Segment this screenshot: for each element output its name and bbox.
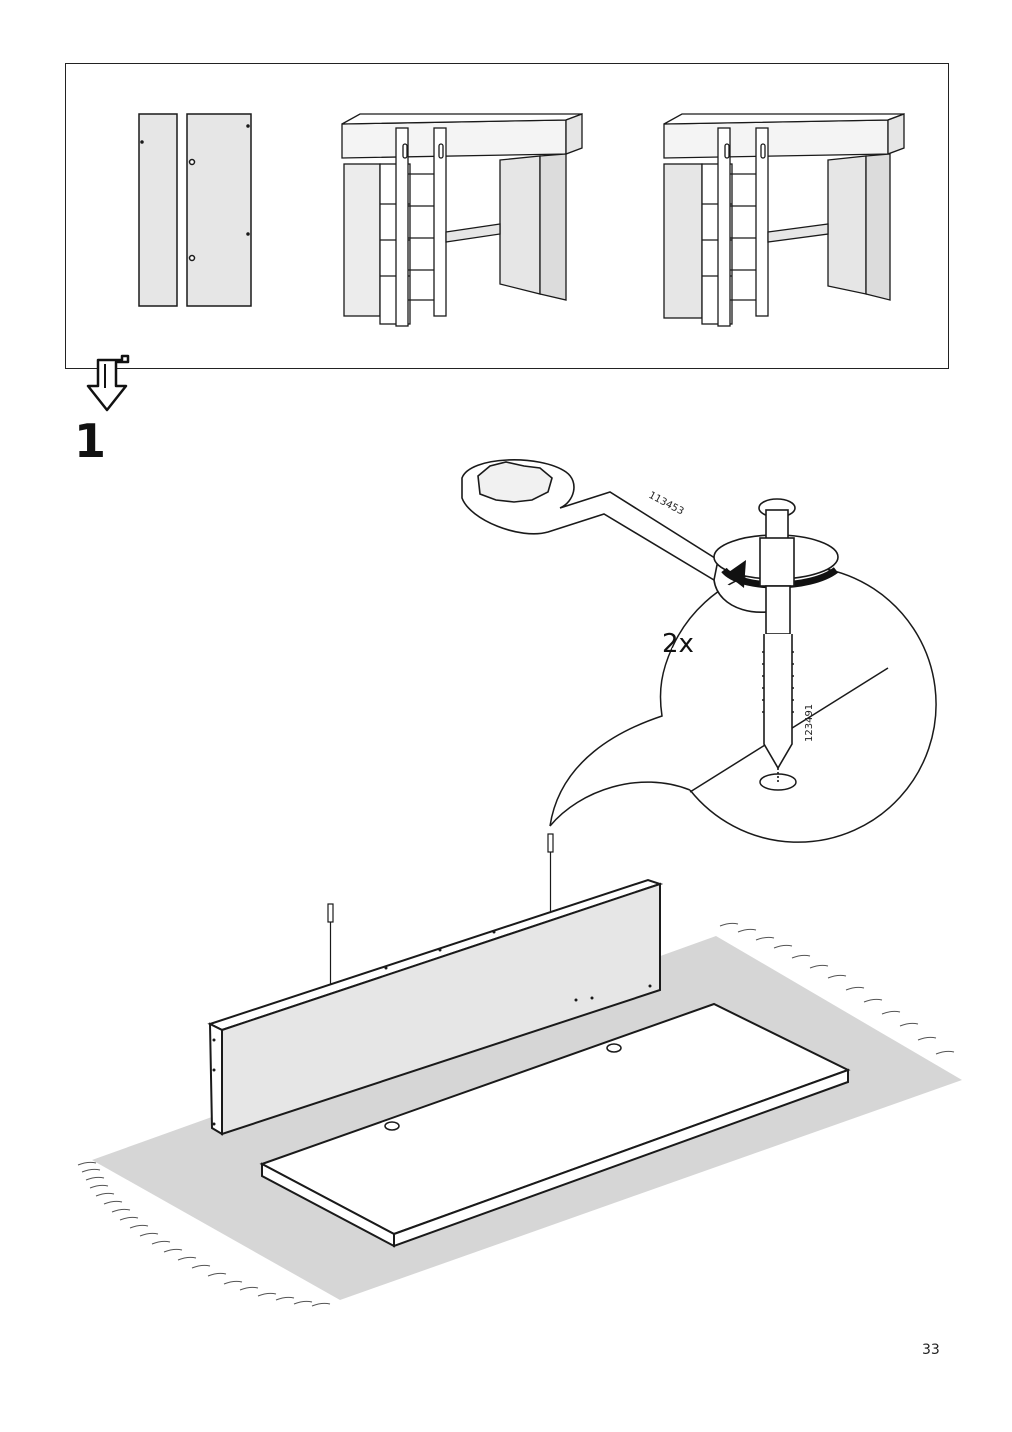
standing-panel [207, 878, 664, 1136]
small-screws [327, 833, 554, 984]
side-panels-illustration [138, 113, 252, 307]
page-number: 33 [922, 1342, 940, 1358]
lying-panel [259, 1002, 851, 1248]
overview-box [65, 63, 949, 369]
loft-bed-variant-1 [341, 113, 583, 327]
loft-bed-variant-2 [663, 113, 905, 327]
large-screw [758, 498, 796, 782]
page-turn-arrow-icon [86, 354, 130, 412]
step-number: 1 [74, 414, 107, 468]
tool-part-number: 113453 [647, 490, 686, 518]
wrench-tool [461, 459, 839, 613]
overview-illustrations [138, 113, 905, 327]
screw-part-number: 123491 [804, 704, 815, 742]
quantity-label: 2x [662, 629, 694, 659]
